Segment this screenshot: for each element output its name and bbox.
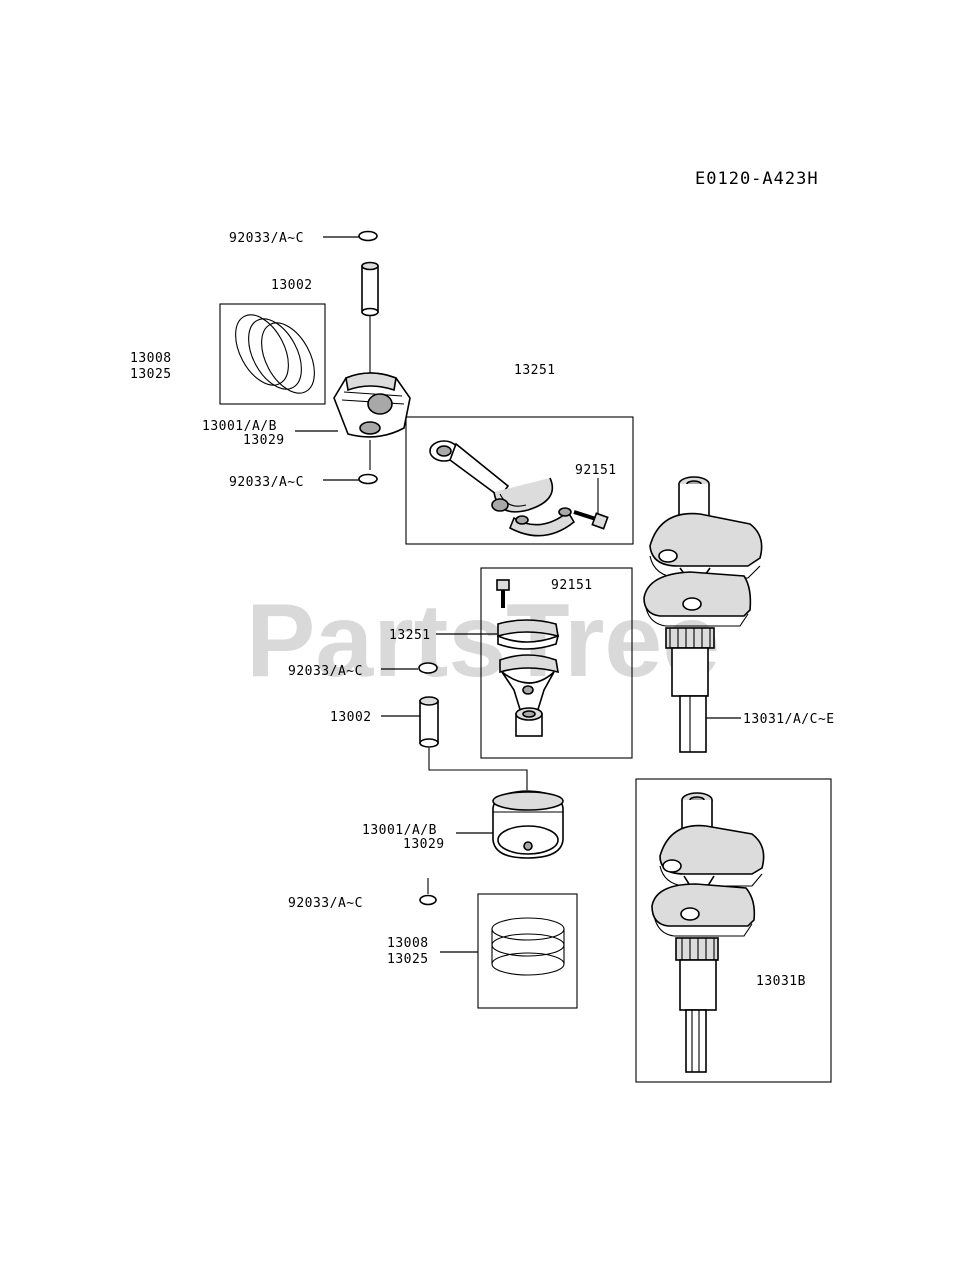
circlip-top-2[interactable] — [418, 662, 438, 674]
label-clip-bottom-2: 92033/A~C — [288, 896, 363, 911]
ring-set-box-2 — [477, 893, 578, 1009]
rod-cap-2[interactable] — [497, 619, 560, 650]
label-bolt-1: 92151 — [575, 463, 617, 478]
crankshaft-1[interactable] — [643, 476, 763, 753]
label-crank-1: 13031/A/C~E — [743, 712, 835, 727]
conrod-box-1 — [405, 416, 634, 545]
connecting-rod-2[interactable] — [499, 654, 559, 737]
lower-piston-assembly: 92033/A~C 13002 13001/A/B 13029 92033/A~… — [288, 662, 578, 1009]
piston-2[interactable] — [492, 790, 564, 859]
label-piston-1-b: 13029 — [243, 433, 285, 448]
connecting-rod-1[interactable] — [429, 440, 554, 513]
crankshaft-box-2 — [635, 778, 832, 1083]
upper-piston-assembly: 92033/A~C 13002 13008 13025 13001/A/B — [130, 230, 411, 490]
rod-cap-1[interactable] — [508, 507, 576, 537]
piston-pin-1[interactable] — [361, 261, 379, 317]
circlip-bottom-2[interactable] — [419, 894, 437, 906]
label-rings-2-b: 13025 — [387, 952, 429, 967]
label-rings-1-a: 13008 — [130, 351, 172, 366]
piston-pin-2[interactable] — [419, 696, 439, 748]
label-clip-top-1: 92033/A~C — [229, 231, 304, 246]
label-crank-2: 13031B — [756, 974, 806, 989]
label-conrod-1: 13251 — [514, 363, 556, 378]
conrod-box-2 — [480, 567, 633, 759]
ring-set-box-1 — [219, 303, 326, 405]
circlip-bottom-1[interactable] — [358, 473, 378, 485]
label-piston-2-b: 13029 — [403, 837, 445, 852]
diagram-code: E0120-A423H — [695, 169, 819, 189]
label-pin-1: 13002 — [271, 278, 313, 293]
label-pin-2: 13002 — [330, 710, 372, 725]
label-clip-top-2: 92033/A~C — [288, 664, 363, 679]
piston-1[interactable] — [333, 372, 411, 438]
label-piston-1-a: 13001/A/B — [202, 419, 277, 434]
label-conrod-2: 13251 — [389, 628, 431, 643]
piston-ring-set-1[interactable] — [225, 306, 326, 402]
label-bolt-2: 92151 — [551, 578, 593, 593]
circlip-top-1[interactable] — [358, 230, 378, 242]
rod-bolt-1[interactable] — [573, 510, 609, 530]
label-rings-1-b: 13025 — [130, 367, 172, 382]
piston-ring-set-2[interactable] — [491, 917, 565, 976]
rod-bolt-2[interactable] — [496, 579, 510, 608]
label-clip-bottom-1: 92033/A~C — [229, 475, 304, 490]
label-piston-2-a: 13001/A/B — [362, 823, 437, 838]
crankshaft-2[interactable] — [651, 792, 765, 1073]
watermark: PartsTree — [246, 583, 720, 699]
label-rings-2-a: 13008 — [387, 936, 429, 951]
